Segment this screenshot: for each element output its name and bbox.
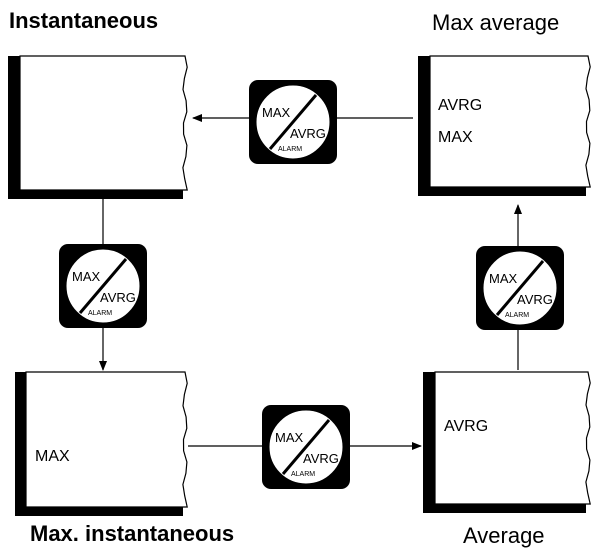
panel-line: AVRG <box>438 97 482 114</box>
button-label-alarm: ALARM <box>278 146 302 153</box>
panel-line: MAX <box>35 448 70 465</box>
button-label-max: MAX <box>275 430 304 445</box>
panel-face <box>19 55 188 191</box>
button-label-avrg: AVRG <box>303 451 339 466</box>
max-avrg-buttons: MAX AVRG ALARM MAX AVRG ALARM MAX AVRG ALARM MAX A… <box>59 80 564 489</box>
button-label-alarm: ALARM <box>291 471 315 478</box>
panel-face <box>25 371 188 508</box>
button-slash <box>495 260 545 316</box>
button-label-max: MAX <box>262 105 291 120</box>
button-label-alarm: ALARM <box>88 310 112 317</box>
button-label-avrg: AVRG <box>517 292 553 307</box>
panel-shadow-left <box>8 56 20 199</box>
panel-shadow-left <box>15 372 26 516</box>
panel-average: AVRG <box>423 371 591 513</box>
panel-line: MAX <box>438 129 473 146</box>
button-slash <box>281 419 331 475</box>
button-label-avrg: AVRG <box>100 290 136 305</box>
max-avrg-alarm-button-bottom[interactable]: MAX AVRG ALARM <box>262 405 350 489</box>
button-slash <box>78 258 128 314</box>
panel-face <box>429 55 591 188</box>
max-avrg-alarm-button-left[interactable]: MAX AVRG ALARM <box>59 244 147 328</box>
max-avrg-alarm-button-top[interactable]: MAX AVRG ALARM <box>249 80 337 164</box>
button-label-max: MAX <box>489 271 518 286</box>
display-panels: AVRG MAX MAX AVRG <box>8 55 591 516</box>
panel-shadow-left <box>418 56 430 196</box>
panel-line: AVRG <box>444 418 488 435</box>
panel-instantaneous <box>8 55 188 199</box>
title-average: Average <box>463 523 545 548</box>
button-label-avrg: AVRG <box>290 126 326 141</box>
panel-shadow-bottom <box>423 504 586 513</box>
panel-shadow-bottom <box>418 187 586 196</box>
panel-shadow-bottom <box>15 507 183 516</box>
max-avrg-alarm-button-right[interactable]: MAX AVRG ALARM <box>476 246 564 330</box>
button-label-alarm: ALARM <box>505 312 529 319</box>
panel-max-instantaneous: MAX <box>15 371 188 516</box>
panel-max-average: AVRG MAX <box>418 55 591 196</box>
panel-shadow-left <box>423 372 435 513</box>
button-slash <box>268 94 318 150</box>
button-label-max: MAX <box>72 269 101 284</box>
title-max-average: Max average <box>432 10 560 35</box>
panel-face <box>434 371 591 505</box>
title-max-instantaneous: Max. instantaneous <box>30 521 235 546</box>
title-instantaneous: Instantaneous <box>9 8 159 33</box>
connectors <box>99 114 522 450</box>
panel-shadow-bottom <box>8 190 183 199</box>
